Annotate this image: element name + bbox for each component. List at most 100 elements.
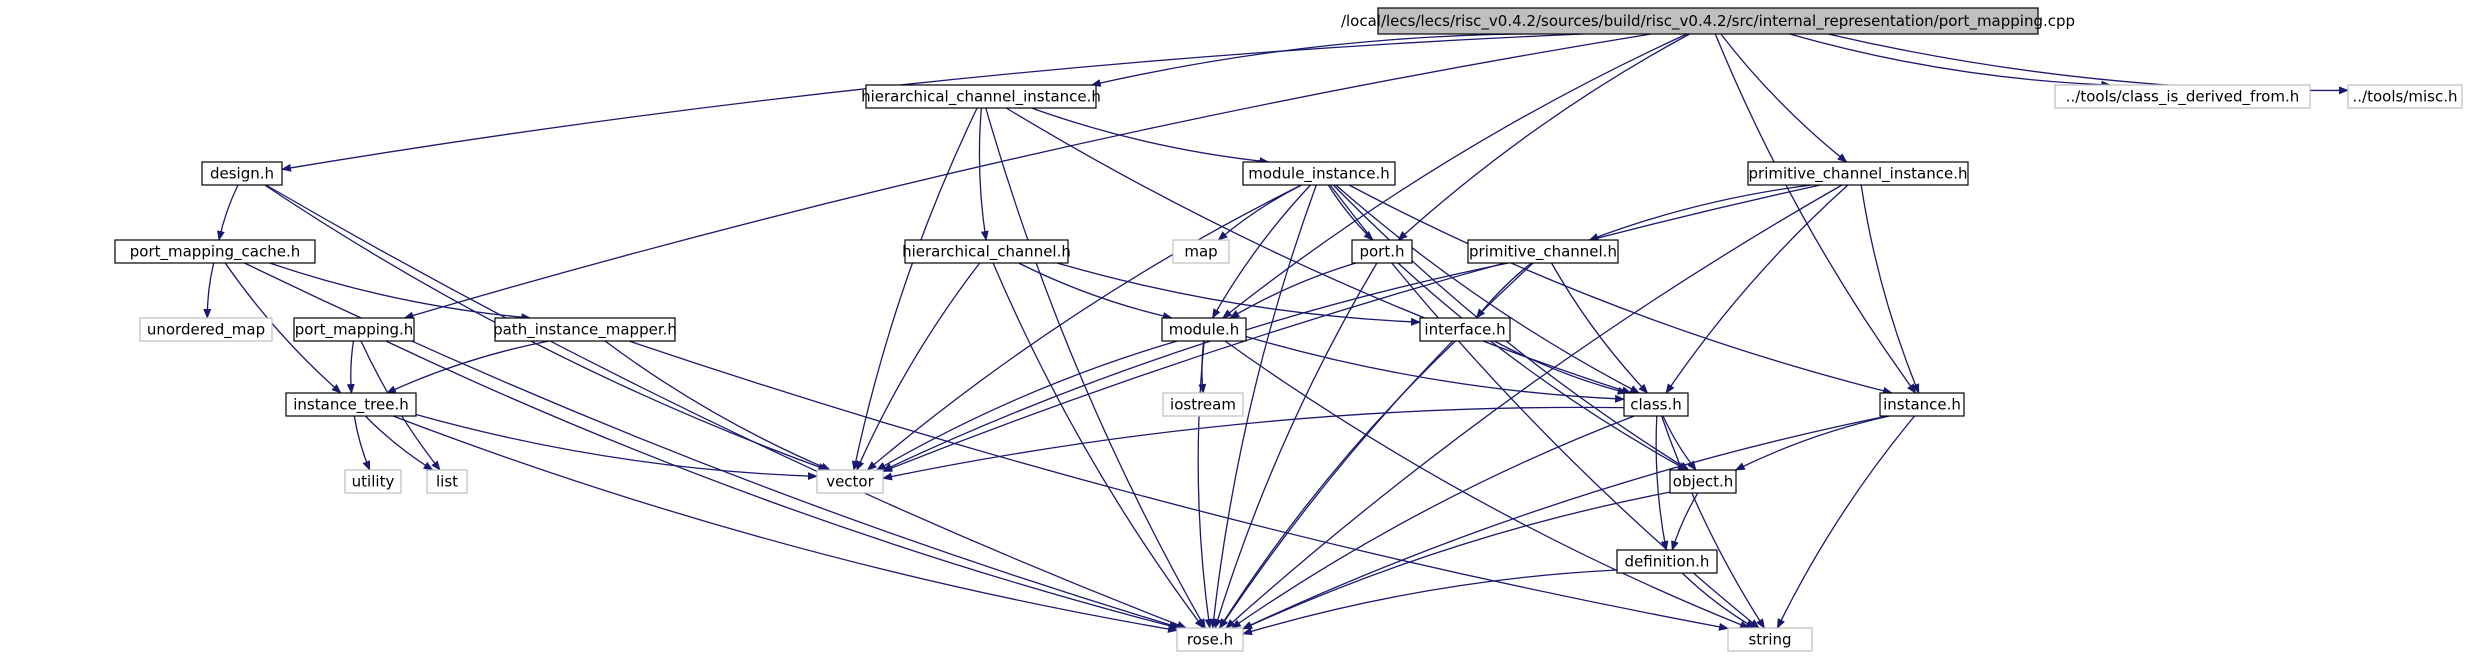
node-instance[interactable]: instance.h — [1879, 392, 1965, 417]
node-box-um — [139, 317, 273, 342]
node-pci[interactable]: primitive_channel_instance.h — [1747, 161, 1969, 186]
node-box-port_mapping — [293, 317, 415, 342]
node-label-pci: primitive_channel_instance.h — [1749, 165, 1968, 184]
edge-it-to-rose — [392, 415, 1178, 633]
node-label-rose: rose.h — [1187, 631, 1233, 649]
edge-root-to-port — [1397, 33, 1690, 241]
node-box-list — [426, 469, 468, 494]
edge-it-to-utility — [353, 415, 371, 471]
node-root[interactable]: /local/lecs/lecs/risc_v0.4.2/sources/bui… — [1341, 7, 2075, 35]
node-rose: rose.h — [1176, 627, 1244, 652]
node-label-design: design.h — [210, 165, 274, 183]
edge-hc-to-rose — [992, 262, 1204, 629]
edge-pci-to-vector — [882, 184, 1821, 473]
node-cifd: ../tools/class_is_derived_from.h — [2054, 84, 2311, 109]
edge-hc-to-vector — [856, 262, 981, 471]
node-list: list — [426, 469, 468, 494]
node-classh[interactable]: class.h — [1623, 392, 1689, 417]
edge-classh-to-object — [1662, 415, 1697, 471]
node-label-pc: primitive_channel.h — [1469, 243, 1617, 262]
node-hci[interactable]: hierarchical_channel_instance.h — [861, 84, 1101, 109]
edge-pci-to-instance — [1860, 184, 1920, 394]
node-box-design — [201, 161, 283, 186]
node-label-vector: vector — [826, 473, 874, 491]
edge-pim-to-it — [385, 340, 550, 394]
node-label-module_instance: module_instance.h — [1248, 165, 1390, 184]
node-box-string — [1727, 627, 1813, 652]
node-box-rose — [1176, 627, 1244, 652]
edge-object-to-definition — [1671, 492, 1699, 551]
node-port_mapping[interactable]: port_mapping.h — [293, 317, 415, 342]
edge-iface-to-rose — [1218, 340, 1456, 629]
node-label-iface: interface.h — [1424, 321, 1505, 339]
edge-port_mapping-to-it — [346, 340, 355, 394]
edge-pim-to-vector — [604, 340, 831, 471]
node-vector: vector — [816, 469, 884, 494]
node-hc[interactable]: hierarchical_channel.h — [902, 239, 1071, 264]
edge-design-to-pmc — [216, 184, 239, 241]
edge-pc-to-rose — [1219, 262, 1534, 629]
edge-definition-to-string — [1681, 572, 1756, 629]
edge-port-to-rose — [1213, 262, 1378, 629]
edge-module-to-classh — [1245, 335, 1625, 403]
edge-root-to-instance — [1714, 33, 1917, 394]
edge-root-to-design — [281, 33, 1584, 172]
edge-hc-to-iface — [1056, 262, 1421, 326]
node-it[interactable]: instance_tree.h — [285, 392, 417, 417]
node-pc[interactable]: primitive_channel.h — [1467, 239, 1619, 264]
edge-module-to-vector — [875, 340, 1178, 471]
node-box-utility — [344, 469, 402, 494]
node-box-instance — [1879, 392, 1965, 417]
node-string: string — [1727, 627, 1813, 652]
edge-module-to-string — [1224, 340, 1750, 629]
node-misc: ../tools/misc.h — [2347, 84, 2463, 109]
node-object[interactable]: object.h — [1669, 469, 1737, 494]
node-box-it — [285, 392, 417, 417]
edge-hc-to-module — [1018, 262, 1173, 320]
edge-port-to-object — [1397, 262, 1688, 471]
node-label-definition: definition.h — [1625, 553, 1710, 571]
edge-definition-to-rose — [1242, 569, 1618, 636]
edge-module_instance-to-rose — [1209, 184, 1317, 629]
node-definition[interactable]: definition.h — [1616, 549, 1718, 574]
edge-object-to-rose — [1242, 491, 1671, 630]
node-box-pci — [1747, 161, 1969, 186]
node-box-cifd — [2054, 84, 2311, 109]
edge-pci-to-classh — [1665, 184, 1849, 394]
edge-instance-to-object — [1734, 415, 1890, 471]
node-module[interactable]: module.h — [1161, 317, 1247, 342]
edge-iface-to-classh — [1493, 340, 1628, 395]
edge-module_instance-to-instance — [1348, 184, 1893, 395]
edge-pmc-to-it — [224, 262, 342, 394]
node-utility: utility — [344, 469, 402, 494]
edge-module_instance-to-vector — [866, 184, 1302, 471]
node-box-root — [1377, 7, 2039, 35]
node-pmc[interactable]: port_mapping_cache.h — [114, 239, 316, 264]
edge-hci-to-hc — [978, 107, 989, 241]
node-label-utility: utility — [352, 473, 395, 491]
node-box-misc — [2347, 84, 2463, 109]
edge-root-to-cifd — [1789, 33, 2112, 89]
node-label-iostream: iostream — [1170, 396, 1236, 414]
node-box-classh — [1623, 392, 1689, 417]
node-design[interactable]: design.h — [201, 161, 283, 186]
edge-pim-to-string — [628, 340, 1729, 631]
node-box-module_instance — [1242, 161, 1396, 186]
node-pim[interactable]: path_instance_mapper.h — [493, 317, 677, 342]
node-label-list: list — [436, 473, 458, 491]
node-box-object — [1669, 469, 1737, 494]
node-box-port — [1351, 239, 1413, 264]
edge-instance-to-string — [1776, 415, 1916, 629]
node-port[interactable]: port.h — [1351, 239, 1413, 264]
node-box-definition — [1616, 549, 1718, 574]
edge-it-to-vector — [415, 413, 818, 481]
edge-design-to-vector — [264, 184, 829, 471]
edge-module_instance-to-classh — [1335, 184, 1641, 394]
node-iface[interactable]: interface.h — [1419, 317, 1511, 342]
node-module_instance[interactable]: module_instance.h — [1242, 161, 1396, 186]
node-box-pmc — [114, 239, 316, 264]
edge-pc-to-vector — [882, 262, 1509, 472]
node-label-pmc: port_mapping_cache.h — [130, 243, 301, 262]
node-label-misc: ../tools/misc.h — [2353, 88, 2458, 106]
